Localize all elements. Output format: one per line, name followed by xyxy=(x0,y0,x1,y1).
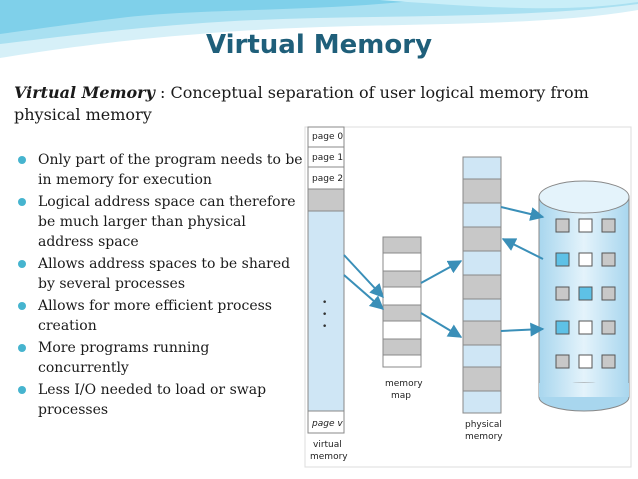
mapping-arrows xyxy=(343,206,545,338)
map-label-line2: map xyxy=(391,391,411,401)
bullet-item: Logical address space can therefore be m… xyxy=(14,192,304,252)
bullet-dot-icon xyxy=(18,344,26,352)
memory-map-column: memory map xyxy=(382,236,423,401)
bullet-item: Only part of the program needs to be in … xyxy=(14,150,304,190)
bullet-text: More programs running concurrently xyxy=(38,340,210,376)
virtual-label: virtual xyxy=(313,440,342,450)
bullet-dot-icon xyxy=(18,156,26,164)
slide-title: Virtual Memory xyxy=(205,30,433,60)
bullet-dot-icon xyxy=(18,198,26,206)
bullet-dot-icon xyxy=(18,260,26,268)
definition-separator: : xyxy=(154,83,171,102)
bullet-dot-icon xyxy=(18,386,26,394)
bullet-text: Allows for more efficient process creati… xyxy=(38,298,272,334)
definition-text: Virtual Memory : Conceptual separation o… xyxy=(14,82,624,126)
bullet-item: Allows for more efficient process creati… xyxy=(14,296,304,336)
definition-term: Virtual Memory xyxy=(14,83,155,102)
bullet-text: Allows address spaces to be shared by se… xyxy=(38,256,291,292)
bullet-item: Less I/O needed to load or swap processe… xyxy=(14,380,304,420)
physical-label-line1: physical xyxy=(465,420,502,430)
bullet-item: More programs running concurrently xyxy=(14,338,304,378)
bullet-text: Less I/O needed to load or swap processe… xyxy=(38,382,267,418)
definition-body: Conceptual separation of user logical me… xyxy=(14,83,589,124)
memory-label: memory xyxy=(310,452,348,462)
header-wave-decoration xyxy=(0,0,638,58)
physical-memory-column: physical memory xyxy=(462,156,503,442)
bullet-list: Only part of the program needs to be in … xyxy=(14,150,304,422)
physical-label-line2: memory xyxy=(465,432,503,442)
virtual-memory-diagram: page 0 page 1 page 2 page v • • • virtua… xyxy=(304,126,632,468)
virtual-memory-column: page 0 page 1 page 2 page v • • • virtua… xyxy=(307,126,348,462)
ellipsis-dot: • xyxy=(322,322,327,332)
bullet-text: Only part of the program needs to be in … xyxy=(38,152,303,188)
page-1-label: page 1 xyxy=(312,153,343,163)
bullet-dot-icon xyxy=(18,302,26,310)
page-0-label: page 0 xyxy=(312,132,343,142)
page-v-label: page v xyxy=(311,419,343,429)
bullet-item: Allows address spaces to be shared by se… xyxy=(14,254,304,294)
map-label-line1: memory xyxy=(385,379,423,389)
bullet-text: Logical address space can therefore be m… xyxy=(38,194,296,250)
ellipsis-dot: • xyxy=(322,298,327,308)
page-2-label: page 2 xyxy=(312,174,343,184)
ellipsis-dot: • xyxy=(322,310,327,320)
disk-storage xyxy=(538,180,630,412)
